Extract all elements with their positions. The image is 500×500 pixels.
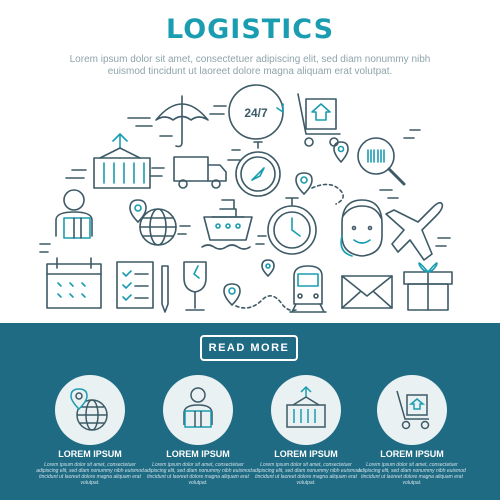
feature-text: Lorem ipsum dolor sit amet, consectetuer… bbox=[252, 462, 360, 486]
feature-title: LOREM IPSUM bbox=[58, 449, 122, 459]
feature-card: LOREM IPSUM Lorem ipsum dolor sit amet, … bbox=[143, 375, 253, 486]
crane-container-icon bbox=[93, 133, 151, 189]
feature-card: LOREM IPSUM Lorem ipsum dolor sit amet, … bbox=[35, 375, 145, 486]
decorative-dashes bbox=[39, 105, 451, 253]
train-icon bbox=[289, 265, 327, 313]
location-pin-icon bbox=[333, 141, 349, 163]
header-section bbox=[0, 0, 500, 323]
calendar-icon bbox=[46, 257, 102, 309]
location-pin-icon bbox=[261, 259, 275, 277]
route-line bbox=[235, 295, 297, 312]
courier-icon bbox=[55, 189, 93, 239]
ship-icon bbox=[201, 199, 253, 250]
globe-location-icon bbox=[70, 388, 108, 431]
umbrella-icon bbox=[155, 95, 209, 148]
feature-icon-circle bbox=[271, 375, 341, 445]
support-agent-icon bbox=[340, 199, 383, 257]
feature-text: Lorem ipsum dolor sit amet, consectetuer… bbox=[358, 462, 466, 486]
barcode-magnifier-icon bbox=[357, 137, 406, 186]
location-pin-icon bbox=[223, 283, 241, 306]
compass-icon bbox=[235, 141, 281, 197]
envelope-icon bbox=[341, 275, 393, 309]
feature-title: LOREM IPSUM bbox=[380, 449, 444, 459]
globe-location-icon bbox=[129, 199, 177, 246]
read-more-button[interactable]: READ MORE bbox=[200, 335, 298, 361]
gift-box-icon bbox=[403, 262, 453, 311]
page-subtitle: Lorem ipsum dolor sit amet, consectetuer… bbox=[69, 54, 431, 77]
container-icon bbox=[286, 385, 326, 428]
feature-icon-circle bbox=[377, 375, 447, 445]
feature-card: LOREM IPSUM Lorem ipsum dolor sit amet, … bbox=[357, 375, 467, 486]
airplane-icon bbox=[385, 201, 444, 261]
route-line bbox=[311, 183, 344, 205]
stopwatch-icon bbox=[267, 197, 317, 255]
checklist-icon bbox=[116, 261, 169, 313]
page-title: LOGISTICS bbox=[165, 14, 335, 45]
feature-text: Lorem ipsum dolor sit amet, consectetuer… bbox=[36, 462, 144, 486]
hand-truck-icon bbox=[396, 390, 430, 430]
truck-icon bbox=[173, 156, 227, 189]
location-pin-icon bbox=[295, 172, 313, 195]
feature-title: LOREM IPSUM bbox=[274, 449, 338, 459]
clock-247-icon: 24/7 bbox=[228, 84, 284, 140]
feature-title: LOREM IPSUM bbox=[166, 449, 230, 459]
feature-text: Lorem ipsum dolor sit amet, consectetuer… bbox=[144, 462, 252, 486]
feature-icon-circle bbox=[55, 375, 125, 445]
hand-truck-box-icon bbox=[297, 93, 341, 147]
feature-icon-circle bbox=[163, 375, 233, 445]
feature-card: LOREM IPSUM Lorem ipsum dolor sit amet, … bbox=[251, 375, 361, 486]
badge-247: 24/7 bbox=[244, 106, 268, 120]
courier-box-icon bbox=[183, 387, 213, 428]
hero-illustration: 24/7 bbox=[39, 84, 453, 313]
fragile-glass-icon bbox=[183, 261, 207, 311]
